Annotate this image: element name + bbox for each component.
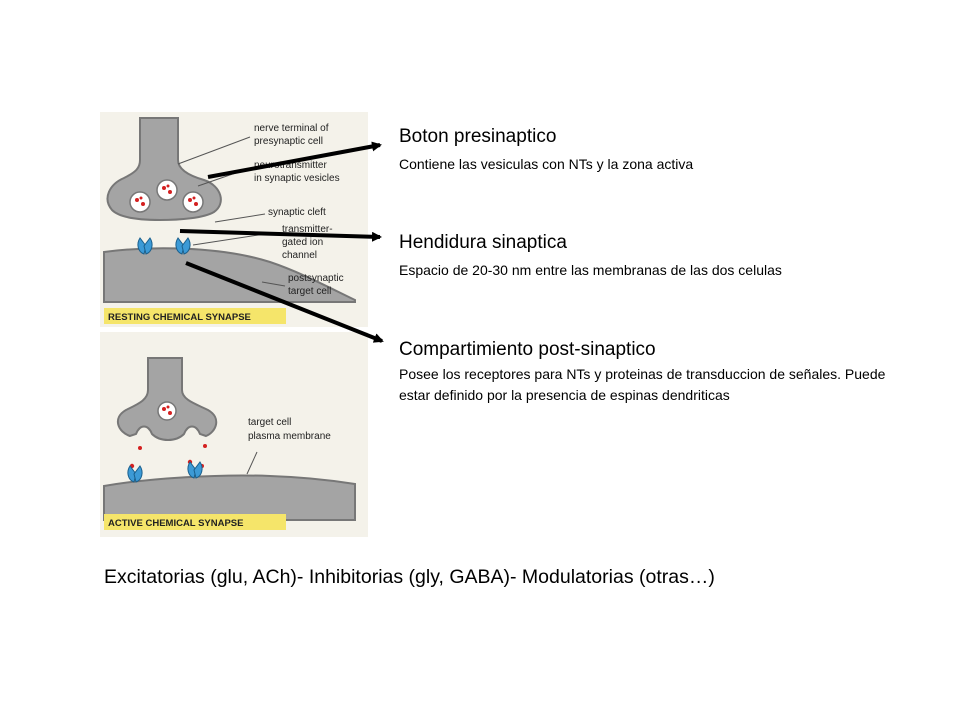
annotation-compartimiento-title: Compartimiento post-sinaptico [399, 339, 656, 360]
arrow-boton [207, 141, 382, 179]
active-banner-text: ACTIVE CHEMICAL SYNAPSE [108, 518, 243, 529]
annotation-hendidura-title: Hendidura sinaptica [399, 232, 567, 253]
ion-channel-receptors [137, 237, 191, 255]
arrow-compartimiento [185, 261, 384, 343]
active-pointer-line [246, 451, 258, 475]
annotation-compartimiento-description: Posee los receptores para NTs y proteina… [399, 366, 886, 403]
footer-classification: Excitatorias (glu, ACh)- Inhibitorias (g… [104, 566, 715, 588]
annotation-hendidura-description: Espacio de 20-30 nm entre las membranas … [399, 262, 782, 278]
active-vesicle [157, 401, 177, 421]
label-synaptic-cleft: synaptic cleft [268, 207, 326, 218]
resting-banner-text: RESTING CHEMICAL SYNAPSE [108, 312, 251, 323]
active-postsynaptic-cell [103, 474, 356, 521]
annotation-arrows [179, 141, 384, 343]
active-banner [104, 514, 286, 530]
active-receptors [127, 461, 203, 483]
annotation-boton-title: Boton presinaptico [399, 126, 557, 147]
active-presynaptic-terminal [116, 357, 218, 441]
arrow-hendidura [179, 229, 382, 242]
synaptic-vesicles [129, 179, 204, 213]
annotation-boton-description: Contiene las vesiculas con NTs y la zona… [399, 156, 694, 172]
resting-pointer-lines [177, 136, 286, 287]
resting-banner [104, 308, 286, 324]
